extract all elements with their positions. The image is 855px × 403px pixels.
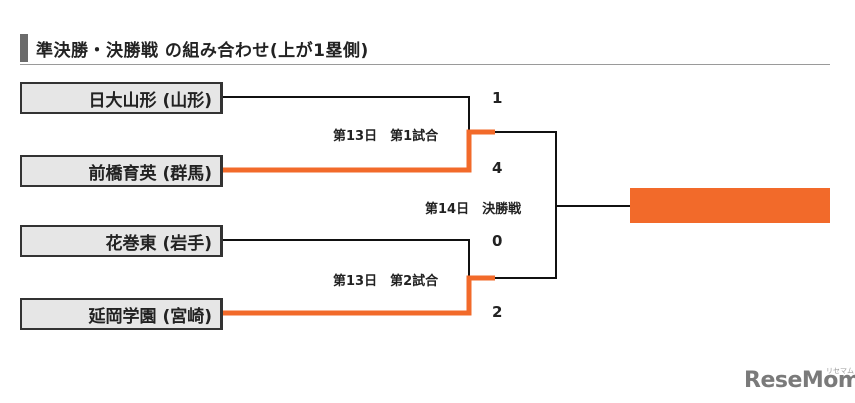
title-divider bbox=[20, 64, 830, 65]
label-semi2: 第13日 第2試合 bbox=[333, 274, 439, 289]
team-box-4: 延岡学園 (宮崎) bbox=[20, 298, 223, 330]
resemom-logo-kana: リセマム bbox=[826, 367, 854, 375]
label-final: 第14日 決勝戦 bbox=[425, 202, 522, 217]
score-team4: 2 bbox=[492, 303, 503, 321]
team-box-2: 前橋育英 (群馬) bbox=[20, 155, 223, 187]
title-accent-bar bbox=[20, 34, 28, 62]
line-team4-win bbox=[223, 275, 495, 316]
score-team1: 1 bbox=[492, 89, 503, 107]
line-team3 bbox=[223, 239, 470, 278]
page-title: 準決勝・決勝戦 の組み合わせ(上が1塁側) bbox=[36, 41, 369, 61]
score-team2: 4 bbox=[492, 159, 503, 177]
score-team3: 0 bbox=[492, 232, 503, 250]
team-box-3: 花巻東 (岩手) bbox=[20, 225, 223, 257]
team-name-1: 日大山形 (山形) bbox=[88, 90, 212, 111]
team-box-1: 日大山形 (山形) bbox=[20, 82, 223, 114]
champion-box bbox=[630, 188, 830, 223]
line-team2-win bbox=[223, 129, 495, 173]
line-team1 bbox=[223, 96, 470, 132]
team-name-4: 延岡学園 (宮崎) bbox=[88, 306, 212, 327]
resemom-logo: ReseMom bbox=[744, 368, 855, 393]
label-semi1: 第13日 第1試合 bbox=[333, 129, 439, 144]
team-name-3: 花巻東 (岩手) bbox=[105, 233, 212, 254]
team-name-2: 前橋育英 (群馬) bbox=[88, 163, 212, 184]
